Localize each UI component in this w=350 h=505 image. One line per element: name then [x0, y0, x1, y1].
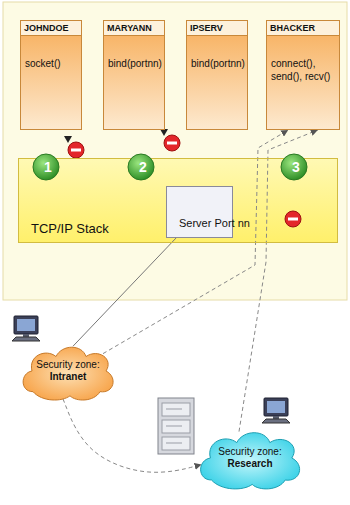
connector — [73, 238, 176, 346]
host-panel — [3, 2, 347, 300]
process-box: MARYANNbind(portnn) — [103, 20, 165, 130]
socket-call: socket() — [21, 36, 81, 75]
blocked-arrows — [64, 129, 168, 143]
zone-name: Research — [227, 458, 272, 470]
step-number: 2 — [139, 159, 147, 175]
zone-label: Security zone: — [218, 446, 281, 458]
cloud-outline — [201, 433, 300, 489]
no-entry-sign — [164, 135, 180, 151]
circle-outline — [33, 154, 59, 180]
process-box: JOHNDOEsocket() — [20, 20, 82, 130]
cloud-outline — [23, 347, 113, 400]
process-name: MARYANN — [104, 21, 164, 36]
arrow-head — [160, 129, 168, 136]
zone-name: Intranet — [50, 371, 87, 383]
socket-call: connect(), send(), recv() — [267, 36, 339, 87]
no-entry-sign — [68, 142, 84, 158]
step-circle: 2 — [127, 153, 155, 181]
zone-label: Security zone: — [36, 359, 99, 371]
stack-band: TCP/IP Stack 1 2Server Port nn 3 — [18, 158, 338, 243]
step-number: 3 — [292, 159, 300, 175]
step-circle: 3 — [280, 153, 308, 181]
connector — [239, 130, 318, 432]
process-name: BHACKER — [267, 21, 339, 36]
computer-icon — [262, 398, 290, 423]
stack-label: TCP/IP Stack — [31, 221, 109, 236]
process-name: JOHNDOE — [21, 21, 81, 36]
port-label: Server Port nn — [179, 217, 250, 231]
process-box: IPSERVbind(portnn) — [186, 20, 248, 130]
connector — [63, 399, 202, 472]
zone-cloud: Security zone:Intranet — [18, 340, 118, 402]
socket-call: bind(portnn) — [104, 36, 164, 75]
zone-cloud: Security zone:Research — [195, 425, 305, 491]
server-rack-icon — [158, 398, 194, 454]
no-entry-sign — [285, 211, 301, 227]
socket-call: bind(portnn) — [187, 36, 247, 75]
computer-icon — [12, 316, 40, 341]
process-box: BHACKERconnect(), send(), recv() — [266, 20, 340, 130]
circle-outline — [128, 154, 154, 180]
port-box: Server Port nn — [166, 186, 233, 238]
circle-outline — [281, 154, 307, 180]
process-name: IPSERV — [187, 21, 247, 36]
step-number: 1 — [44, 159, 52, 175]
connector — [103, 130, 288, 354]
step-circle: 1 — [32, 153, 60, 181]
arrow-head — [64, 136, 72, 143]
